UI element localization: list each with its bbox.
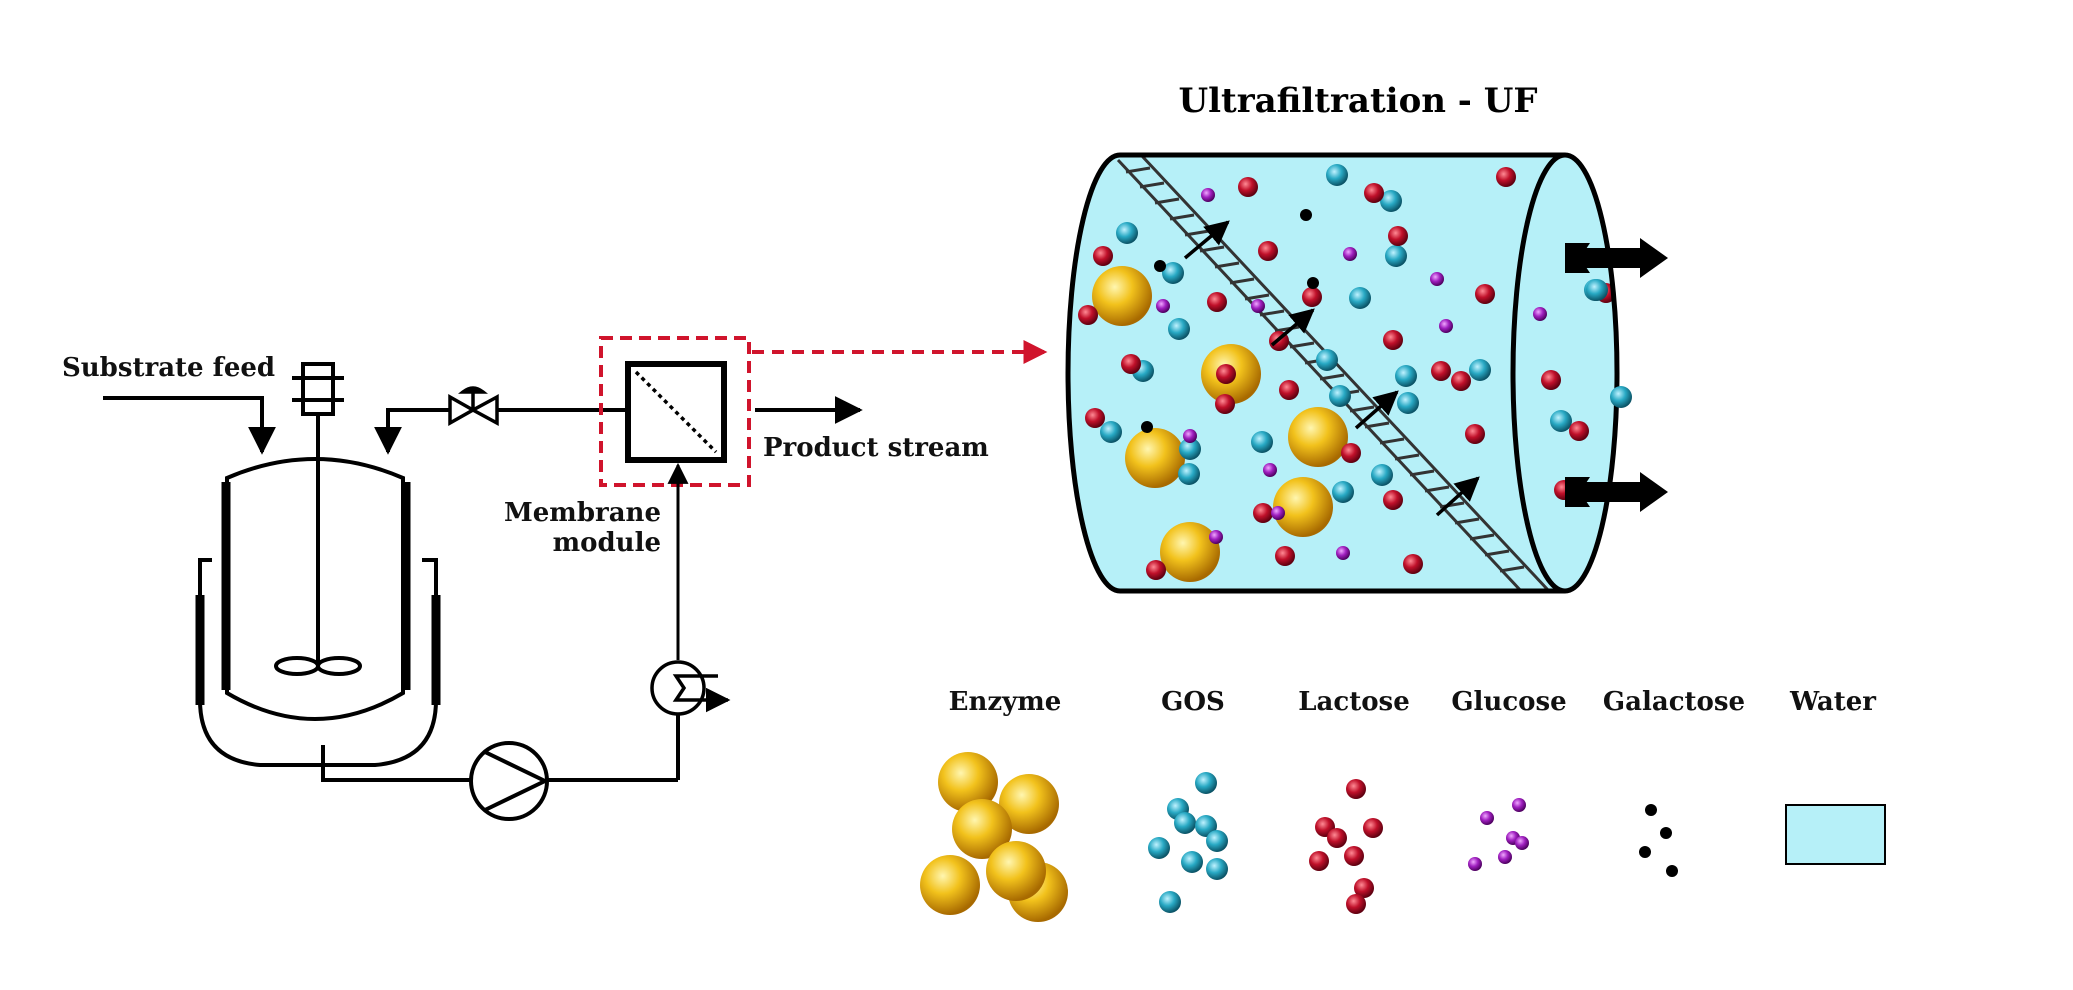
legend-label-water: Water (1789, 687, 1876, 717)
uf-galactose-particles (1141, 209, 1319, 433)
enzyme-particles-icon (920, 752, 1068, 922)
legend: Enzyme GOS Lactose Glucose Galactose Wat… (920, 687, 1886, 922)
substrate-feed-label: Substrate feed (62, 353, 275, 383)
substrate-feed-line (103, 396, 276, 455)
legend-label-enzyme: Enzyme (949, 687, 1062, 717)
pump-icon[interactable] (469, 741, 549, 821)
legend-label-lactose: Lactose (1298, 687, 1410, 717)
uf-enzyme-particles (1092, 266, 1348, 582)
legend-label-glucose: Glucose (1451, 687, 1566, 717)
heat-exchanger-icon[interactable] (650, 660, 731, 716)
uf-lactose-particles (1078, 167, 1616, 580)
circulation-line (321, 462, 689, 782)
legend-label-gos: GOS (1161, 687, 1225, 717)
uf-glucose-particles (1156, 188, 1547, 560)
product-stream-label: Product stream (763, 433, 989, 463)
reactor-vessel (195, 457, 441, 767)
glucose-particles-icon (1468, 798, 1529, 871)
galactose-particles-icon (1639, 804, 1678, 877)
uf-exit-arrows (1565, 238, 1668, 512)
uf-permeate-arrows (1183, 220, 1480, 517)
membrane-module-label-1: Membrane (504, 498, 661, 528)
membrane-module[interactable] (599, 336, 751, 487)
membrane-module-label-2: module (553, 528, 661, 558)
uf-title: Ultrafiltration - UF (1178, 81, 1537, 121)
recycle-return-line (374, 396, 863, 455)
valve-icon[interactable] (448, 386, 499, 426)
lactose-particles-icon (1309, 779, 1383, 914)
legend-label-galactose: Galactose (1603, 687, 1745, 717)
agitator (274, 362, 362, 676)
uf-cylinder (1065, 152, 1620, 594)
gos-particles-icon (1148, 772, 1228, 913)
water-swatch-icon (1785, 804, 1886, 865)
uf-gos-particles (1100, 164, 1606, 503)
uf-exit-particles (1586, 279, 1632, 408)
